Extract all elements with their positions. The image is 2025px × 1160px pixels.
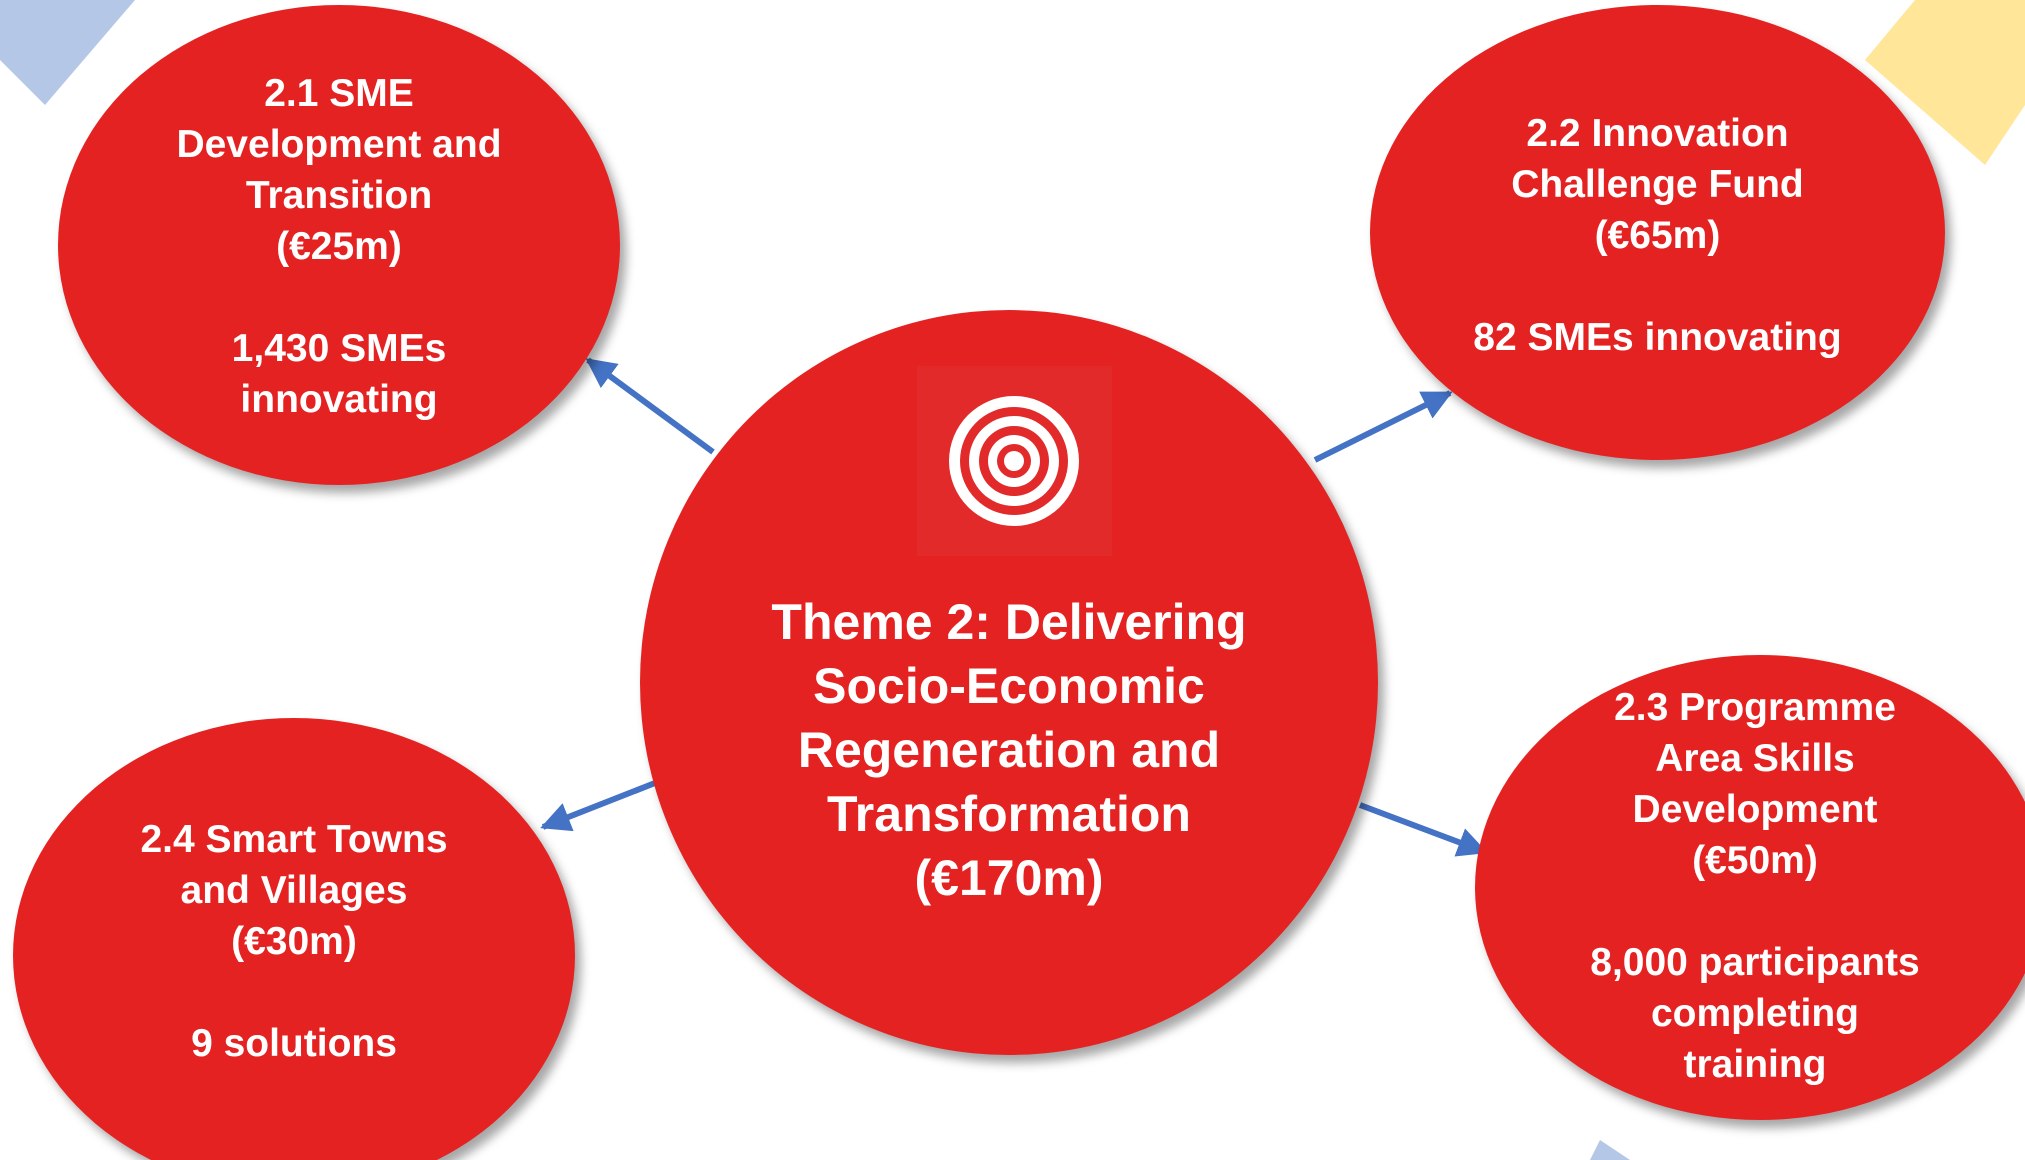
node-2-1-budget: (€25m) bbox=[276, 225, 402, 268]
corner-decoration-bottom-right bbox=[1590, 1140, 1630, 1160]
node-2-2-heading-line: Challenge Fund bbox=[1511, 163, 1804, 206]
corner-decoration-top-left bbox=[0, 0, 135, 105]
node-2-3-heading-line: 2.3 Programme bbox=[1614, 686, 1896, 729]
node-2-1-circle bbox=[58, 5, 620, 485]
node-2-4-heading-line: 2.4 Smart Towns bbox=[140, 818, 448, 861]
node-2-1-detail-line: 1,430 SMEs bbox=[231, 327, 447, 370]
center-theme-budget: (€170m) bbox=[914, 850, 1104, 906]
node-2-4-budget: (€30m) bbox=[231, 920, 357, 963]
node-2-3-circle bbox=[1475, 655, 2025, 1120]
node-2-1-heading-line: Development and bbox=[176, 123, 502, 166]
node-2-4-detail-line: 9 solutions bbox=[191, 1022, 397, 1065]
center-theme-line: Socio-Economic bbox=[813, 658, 1205, 714]
node-2-2-circle bbox=[1370, 5, 1945, 460]
node-2-2-budget: (€65m) bbox=[1594, 214, 1721, 257]
node-2-3-budget: (€50m) bbox=[1692, 839, 1818, 882]
node-2-3-heading-line: Development bbox=[1632, 788, 1878, 831]
node-2-1-heading-line: 2.1 SME bbox=[264, 72, 414, 115]
node-2-2-detail-line: 82 SMEs innovating bbox=[1473, 316, 1842, 359]
arrow-to-2-4 bbox=[540, 780, 657, 832]
node-2-1-heading-line: Transition bbox=[245, 174, 433, 217]
node-2-3-detail-line: completing bbox=[1650, 992, 1859, 1035]
node-2-1-text: 2.1 SME Development and Transition (€25m… bbox=[58, 68, 620, 425]
node-2-3-detail-line: training bbox=[1683, 1043, 1827, 1086]
node-2-2-text: 2.2 Innovation Challenge Fund (€65m) 82 … bbox=[1370, 108, 1945, 363]
node-2-4-heading-line: and Villages bbox=[180, 869, 408, 912]
target-icon bbox=[917, 366, 1112, 556]
arrow-to-2-1 bbox=[585, 357, 715, 455]
node-2-3-heading-line: Area Skills bbox=[1655, 737, 1855, 780]
node-2-4-circle bbox=[13, 718, 575, 1160]
center-theme-line: Regeneration and bbox=[797, 722, 1221, 778]
arrow-to-2-2 bbox=[1313, 390, 1453, 463]
node-2-3-detail-line: 8,000 participants bbox=[1590, 941, 1920, 984]
center-theme-line: Transformation bbox=[827, 786, 1191, 842]
node-2-3-text: 2.3 Programme Area Skills Development (€… bbox=[1475, 682, 2025, 1090]
arrow-to-2-3 bbox=[1358, 802, 1488, 857]
node-2-4-text: 2.4 Smart Towns and Villages (€30m) 9 so… bbox=[13, 814, 575, 1069]
node-2-1-detail-line: innovating bbox=[240, 378, 438, 421]
center-theme-text: Theme 2: Delivering Socio-Economic Regen… bbox=[640, 590, 1378, 910]
corner-decoration-top-right bbox=[1865, 0, 2025, 165]
node-2-2-heading-line: 2.2 Innovation bbox=[1526, 112, 1789, 155]
center-theme-line: Theme 2: Delivering bbox=[771, 594, 1247, 650]
